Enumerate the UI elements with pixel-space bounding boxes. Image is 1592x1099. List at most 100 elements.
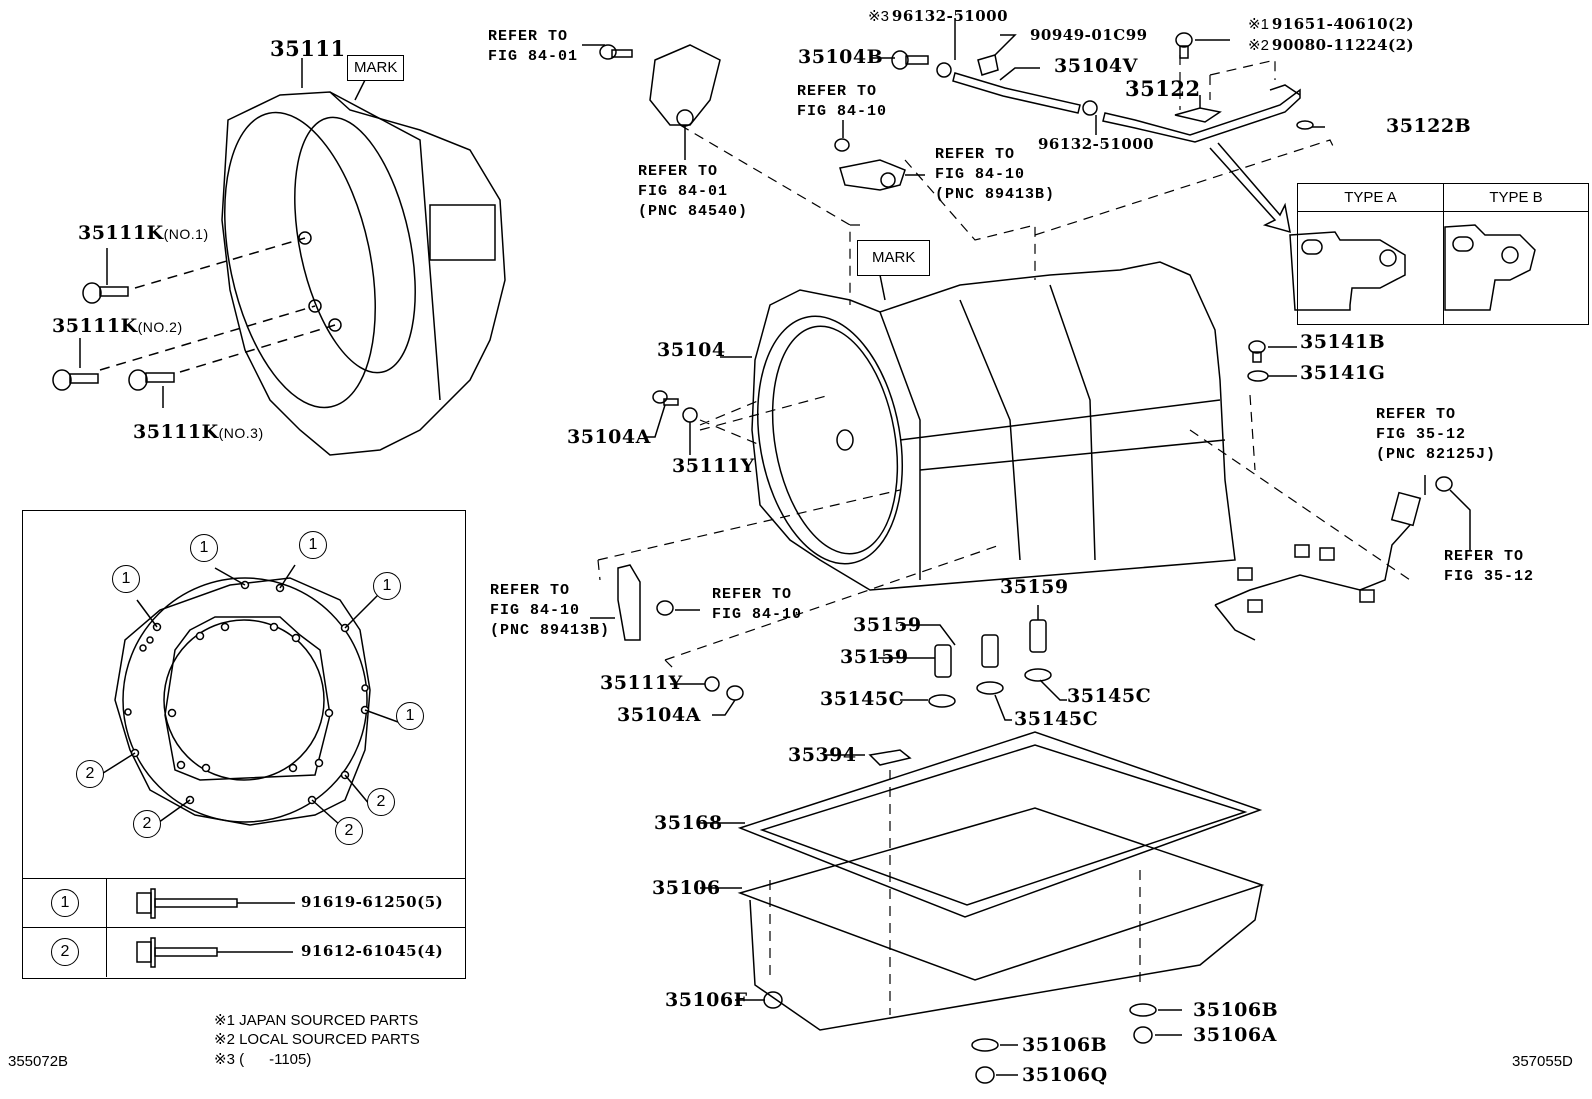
inset-flange-drawing	[99, 564, 399, 826]
filter-35159-b-icon	[981, 634, 999, 668]
inset-callout-2: 2	[133, 810, 161, 838]
speed-sensor-left-drawing	[617, 564, 641, 641]
bolt-35111K-no3-icon	[128, 369, 175, 391]
ref-fig-84-10-right[interactable]: REFER TO FIG 84-10	[712, 586, 803, 623]
clamp-96132-top-icon	[936, 62, 952, 78]
inset-callout-2: 2	[76, 760, 104, 788]
oring-35111Y-bottom-icon	[704, 676, 720, 692]
leader-35141	[1268, 346, 1297, 377]
washer-35141G-icon	[1247, 370, 1269, 382]
part-label-35104B[interactable]: 35104B	[798, 46, 884, 68]
part-label-35122B[interactable]: 35122B	[1386, 115, 1472, 137]
illustration-code-right: 357055D	[1512, 1053, 1573, 1070]
part-label-35106[interactable]: 35106	[652, 877, 721, 899]
part-label-35168[interactable]: 35168	[654, 812, 723, 834]
converter-housing-drawing	[221, 91, 506, 456]
washer-35106B-bottom-icon	[971, 1038, 999, 1052]
ref-fig-84-10-top[interactable]: REFER TO FIG 84-10	[797, 83, 888, 120]
part-label-35145C-c[interactable]: 35145C	[1067, 685, 1152, 707]
part-note: (NO.3)	[218, 425, 264, 441]
part-label-35106B-bottom[interactable]: 35106B	[1022, 1034, 1108, 1056]
inset-bolt-part-number[interactable]: 91619-61250(5)	[301, 893, 444, 911]
inset-row-marker: 2	[51, 938, 79, 966]
part-label-35111K-no3[interactable]: 35111K(NO.3)	[133, 423, 264, 442]
part-label-35104A-bottom[interactable]: 35104A	[617, 704, 701, 726]
plug-35106Q-icon	[975, 1066, 995, 1084]
ref-fig-84-10-pnc-89413B-top[interactable]: REFER TO FIG 84-10 (PNC 89413B)	[935, 146, 1056, 203]
bolt-35111K-no1-icon	[82, 282, 129, 304]
bolt-ref-84-10-top-icon	[834, 138, 850, 152]
inset-col-divider	[106, 928, 107, 977]
inset-callout-1: 1	[373, 572, 401, 600]
bolt-91651-icon	[1175, 32, 1193, 59]
part-label-35159-b[interactable]: 35159	[853, 614, 922, 636]
footnote-1: ※1 JAPAN SOURCED PARTS	[214, 1013, 418, 1028]
footnote-marker: ※3	[214, 1051, 235, 1068]
case-mark-callout: MARK	[857, 240, 931, 276]
inset-col-divider	[106, 879, 107, 927]
leader-ref-35-12	[1424, 475, 1471, 550]
part-label-35122[interactable]: 35122	[1125, 76, 1201, 101]
bolt-ref-84-10-left-icon	[656, 600, 674, 616]
part-label-35111K-no1[interactable]: 35111K(NO.1)	[78, 224, 209, 243]
housing-mark-callout: MARK	[347, 55, 405, 81]
ref-fig-35-12-pnc-82125J[interactable]: REFER TO FIG 35-12 (PNC 82125J)	[1376, 406, 1497, 463]
oring-35111Y-top-icon	[682, 407, 698, 423]
inset-bolt-part-number[interactable]: 91612-61045(4)	[301, 942, 444, 960]
bolt-ref-35-12-icon	[1435, 476, 1453, 492]
part-label-35106Q[interactable]: 35106Q	[1022, 1064, 1108, 1086]
part-label-90949-01C99[interactable]: 90949-01C99	[1030, 26, 1148, 44]
leader-ref-84-10-left	[590, 609, 700, 619]
part-label-35106A[interactable]: 35106A	[1193, 1024, 1277, 1046]
footnote-text: LOCAL SOURCED PARTS	[239, 1031, 420, 1048]
part-label-35104V[interactable]: 35104V	[1054, 55, 1138, 77]
part-label-35145C-b[interactable]: 35145C	[1014, 708, 1099, 730]
part-label-35106B-right[interactable]: 35106B	[1193, 999, 1279, 1021]
bolt-location-inset: 1 91619-61250(5) 2 91612-61045(4)	[22, 510, 466, 979]
part-label-96132-bottom[interactable]: 96132-51000	[1038, 135, 1155, 153]
part-label-35141B[interactable]: 35141B	[1300, 331, 1386, 353]
leader-housing-mark	[354, 79, 366, 101]
part-number: 35111K	[52, 315, 138, 337]
footnote-marker: ※3	[868, 8, 889, 25]
part-label-35159-c[interactable]: 35159	[1000, 576, 1069, 598]
part-number: 91651-40610(2)	[1271, 15, 1415, 33]
part-label-35394[interactable]: 35394	[788, 744, 857, 766]
part-note: (NO.2)	[137, 319, 183, 335]
ref-fig-84-01-top[interactable]: REFER TO FIG 84-01	[488, 28, 579, 65]
leader-ref-84-10-top	[842, 120, 925, 176]
part-label-35159-a[interactable]: 35159	[840, 646, 909, 668]
case-mark-pointer	[879, 274, 886, 301]
filter-35159-a-icon	[934, 644, 952, 678]
leader-35111Y-35104A-bottom	[670, 683, 736, 716]
gasket-35145C-a-icon	[928, 694, 956, 708]
part-label-35111[interactable]: 35111	[270, 36, 346, 61]
ref-fig-35-12[interactable]: REFER TO FIG 35-12	[1444, 548, 1535, 585]
inset-row-bolt-2: 2 91612-61045(4)	[23, 927, 465, 977]
plug-35106A-icon	[1133, 1026, 1153, 1044]
transmission-case-drawing	[751, 261, 1236, 591]
bolt-35106F-icon	[763, 991, 783, 1009]
part-label-35141G[interactable]: 35141G	[1300, 362, 1386, 384]
part-label-35104A-top[interactable]: 35104A	[567, 426, 651, 448]
part-number: 35111K	[133, 421, 219, 443]
part-label-35104[interactable]: 35104	[657, 339, 726, 361]
inset-callout-1: 1	[190, 534, 218, 562]
inset-bolt-2-icon	[136, 937, 293, 968]
filter-35159-c-icon	[1029, 619, 1047, 653]
part-label-35111Y-top[interactable]: 35111Y	[672, 455, 755, 477]
part-label-35145C-a[interactable]: 35145C	[820, 688, 905, 710]
inset-callout-1: 1	[299, 531, 327, 559]
inset-callout-2: 2	[335, 817, 363, 845]
part-label-35111Y-bottom[interactable]: 35111Y	[600, 672, 683, 694]
part-label-35106F[interactable]: 35106F	[665, 989, 748, 1011]
speed-sensor-top-drawing	[839, 159, 906, 191]
part-label-35111K-no2[interactable]: 35111K(NO.2)	[52, 317, 183, 336]
ref-fig-84-01-pnc-84540[interactable]: REFER TO FIG 84-01 (PNC 84540)	[638, 163, 749, 220]
leader-35111K-ticks	[79, 248, 164, 408]
ref-fig-84-10-pnc-89413B-left[interactable]: REFER TO FIG 84-10 (PNC 89413B)	[490, 582, 611, 639]
footnote-marker: ※1	[1248, 16, 1269, 33]
